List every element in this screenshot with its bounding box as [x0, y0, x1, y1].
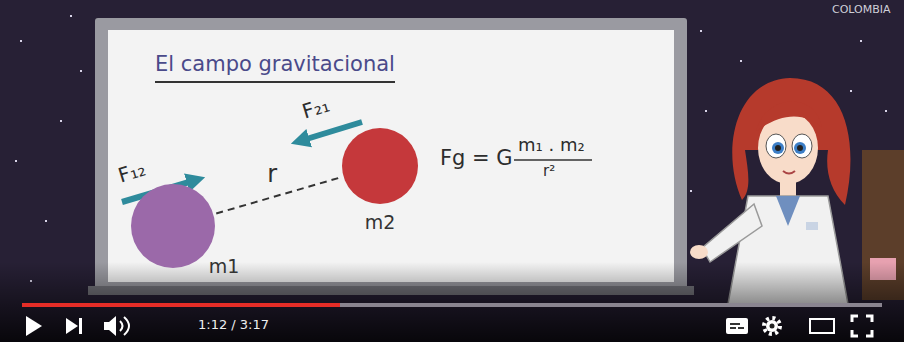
distance-label: r — [264, 160, 280, 189]
progress-played — [22, 303, 340, 307]
controls-shade — [0, 262, 904, 342]
mass-label: m1 — [209, 255, 240, 278]
board-title: El campo gravitacional — [155, 52, 395, 83]
eye — [792, 134, 812, 158]
time-display: 1:12 / 3:17 — [198, 317, 269, 333]
progress-track — [22, 303, 882, 307]
board-frame — [95, 18, 687, 294]
pupil — [797, 145, 803, 151]
arm — [702, 204, 762, 262]
play-icon — [26, 316, 42, 336]
subtitles-icon — [726, 318, 748, 334]
iris — [772, 142, 784, 154]
mass-circle: m1 — [131, 184, 215, 268]
formula-text: Fg = G — [440, 146, 513, 171]
eye — [766, 134, 786, 158]
mass-body — [131, 184, 215, 268]
circle-shape — [342, 128, 418, 204]
formula-numerator: m₁ . m₂ — [518, 134, 585, 156]
volume-waves — [120, 317, 129, 335]
hand — [690, 245, 708, 259]
whiteboard — [108, 30, 674, 282]
force-label: F₂₁ — [299, 92, 332, 123]
fraction-bar — [514, 159, 592, 161]
hair — [732, 78, 850, 205]
hair-bangs — [756, 101, 822, 132]
mass-circle: m2 — [342, 128, 418, 204]
badge — [806, 222, 818, 230]
gear-teeth — [764, 318, 780, 334]
mouth — [783, 171, 795, 174]
next-icon — [66, 318, 82, 334]
force-label: F₁₂ — [115, 156, 148, 187]
formula-denominator: r² — [543, 162, 555, 180]
force-arrow — [300, 122, 362, 141]
mass-body — [342, 128, 418, 204]
volume-icon — [104, 316, 116, 336]
fullscreen-icon — [852, 316, 872, 336]
subtitles-lines — [730, 324, 744, 328]
shirt — [776, 196, 800, 226]
circle-shape — [131, 184, 215, 268]
gear-icon — [766, 320, 778, 332]
watermark: COLOMBIA — [832, 3, 891, 16]
pupil — [775, 145, 781, 151]
gear-hole — [770, 324, 775, 329]
mass-label: m2 — [365, 211, 396, 234]
iris — [794, 142, 806, 154]
theater-icon — [810, 319, 834, 333]
